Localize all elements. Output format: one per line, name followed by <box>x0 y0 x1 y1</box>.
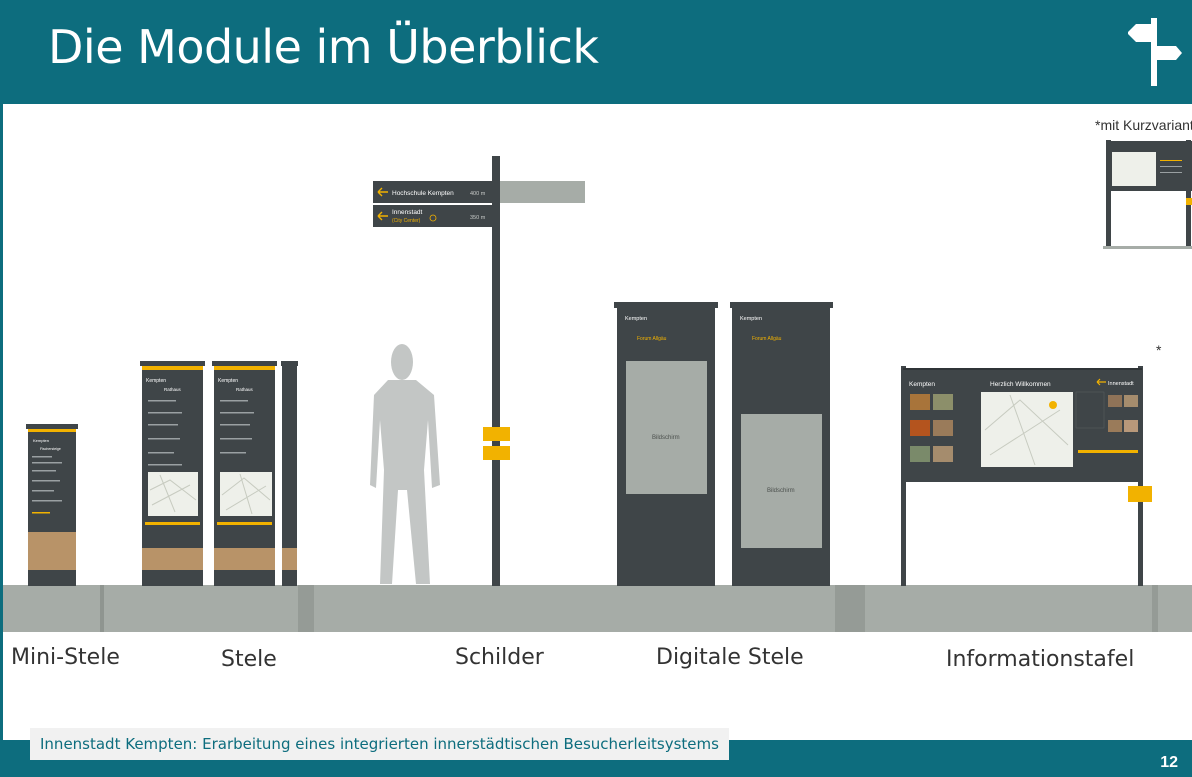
digital-2-brand: Kempten <box>740 316 762 322</box>
short-variant-note: *mit Kurzvariante <box>1095 117 1192 133</box>
modules-scene: Kempten Fischersteige Kempten Rathaus <box>3 140 1192 632</box>
label-informationstafel: Informationstafel <box>946 647 1135 672</box>
asterisk-marker: * <box>1156 342 1162 358</box>
left-border <box>0 104 3 744</box>
stele-illustration-2: Kempten Rathaus <box>212 361 277 586</box>
mini-stele-brand: Kempten <box>33 438 49 443</box>
digital-stele-illustration-1: Kempten Forum Allgäu Bildschirm <box>614 302 718 586</box>
stele-1-brand: Kempten <box>146 378 166 384</box>
label-digitale-stele: Digitale Stele <box>656 645 804 670</box>
digital-2-place: Forum Allgäu <box>752 336 782 342</box>
stele-2-heading: Rathaus <box>236 387 254 392</box>
label-mini-stele: Mini-Stele <box>11 645 120 670</box>
signpost-illustration: Hochschule Kempten 400 m Innenstadt (Cit… <box>373 156 585 586</box>
mini-stele-heading: Fischersteige <box>40 447 61 451</box>
sign-2-distance: 350 m <box>470 215 486 221</box>
sign-2-text: Innenstadt <box>392 209 423 216</box>
stele-1-heading: Rathaus <box>164 387 182 392</box>
slide-title: Die Module im Überblick <box>48 20 599 74</box>
info-board-welcome: Herzlich Willkommen <box>990 381 1051 388</box>
mini-stele-illustration: Kempten Fischersteige <box>26 424 78 586</box>
stele-2-brand: Kempten <box>218 378 238 384</box>
digital-1-brand: Kempten <box>625 316 647 322</box>
digital-2-screen-label: Bildschirm <box>767 488 795 494</box>
digital-stele-illustration-2: Kempten Forum Allgäu Bildschirm <box>730 302 833 586</box>
slide-header: Die Module im Überblick <box>0 0 1192 104</box>
label-schilder: Schilder <box>455 645 544 670</box>
info-board-brand: Kempten <box>909 381 935 388</box>
sign-1-distance: 400 m <box>470 191 486 197</box>
page-number: 12 <box>1160 754 1178 771</box>
stele-illustration-1: Kempten Rathaus <box>140 361 205 586</box>
sign-1-text: Hochschule Kempten <box>392 190 454 197</box>
info-board-illustration: Kempten Herzlich Willkommen Innenstadt <box>901 366 1152 586</box>
short-variant-thumbnail <box>1103 140 1192 249</box>
ground-strip <box>3 585 1192 632</box>
info-board-direction: Innenstadt <box>1108 381 1134 387</box>
label-stele: Stele <box>221 647 277 672</box>
digital-1-place: Forum Allgäu <box>637 336 667 342</box>
stele-side-view <box>281 361 298 586</box>
person-silhouette <box>370 344 440 584</box>
digital-1-screen-label: Bildschirm <box>652 435 680 441</box>
footer-caption: Innenstadt Kempten: Erarbeitung eines in… <box>30 728 729 760</box>
signpost-icon <box>1128 18 1182 86</box>
sign-2-sub: (City Center) <box>392 218 421 224</box>
